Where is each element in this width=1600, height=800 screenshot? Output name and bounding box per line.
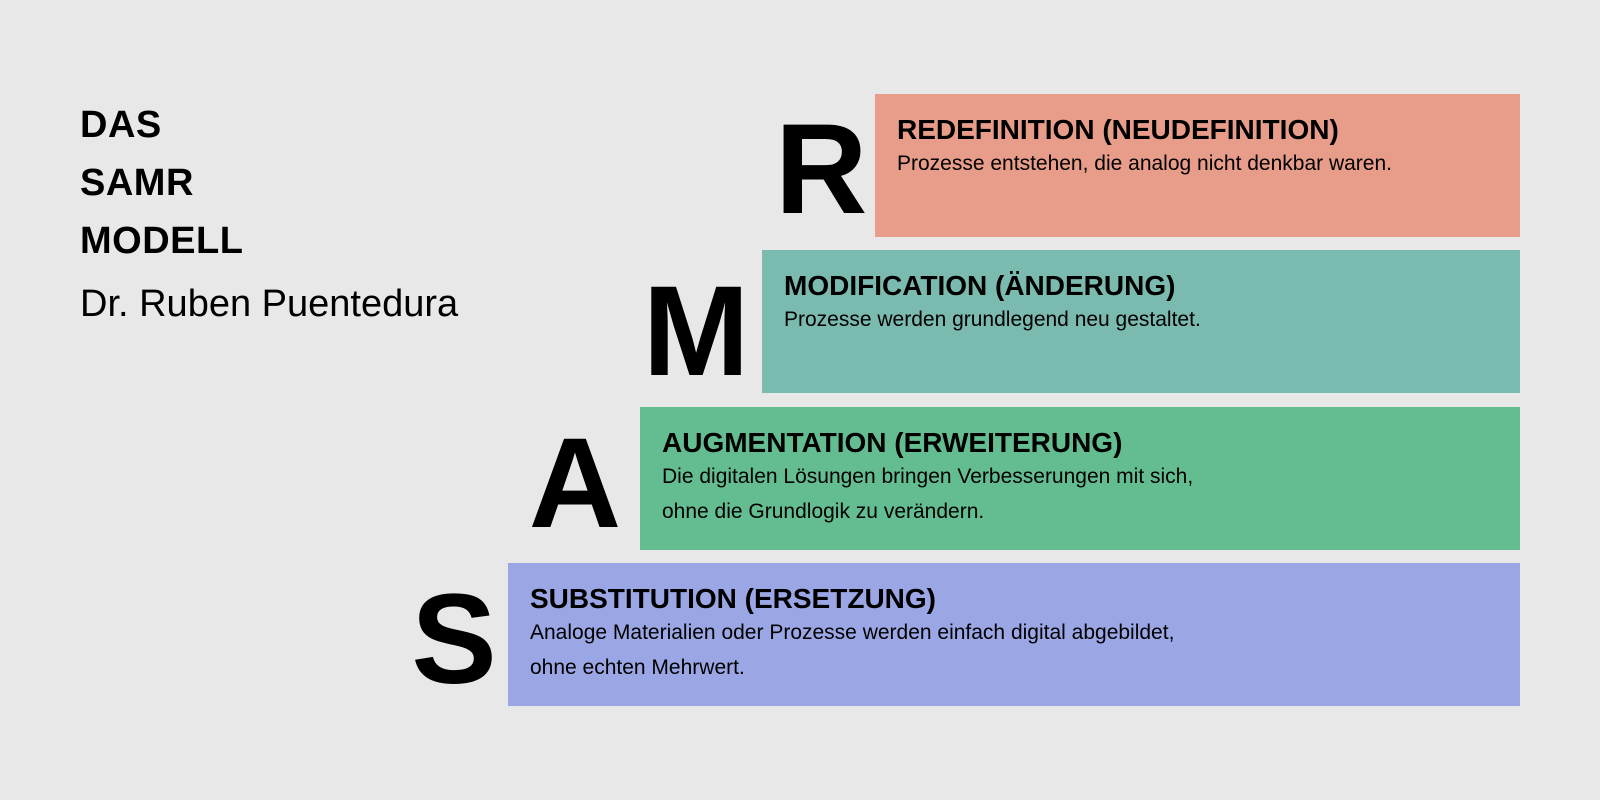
level-box-modification: MODIFICATION (ÄNDERUNG) Prozesse werden … xyxy=(762,250,1520,393)
level-description-line: Prozesse entstehen, die analog nicht den… xyxy=(897,152,1392,175)
level-letter-s: S xyxy=(411,568,497,711)
title-line-3: MODELL xyxy=(80,220,244,262)
level-box-redefinition: REDEFINITION (NEUDEFINITION) Prozesse en… xyxy=(875,94,1520,237)
author-name: Dr. Ruben Puentedura xyxy=(80,283,459,325)
model-title: DAS SAMR MODELL Dr. Ruben Puentedura xyxy=(80,96,458,326)
level-heading: SUBSTITUTION (ERSETZUNG) xyxy=(530,583,936,614)
level-box-augmentation: AUGMENTATION (ERWEITERUNG) Die digitalen… xyxy=(640,407,1520,550)
level-description-line: Die digitalen Lösungen bringen Verbesser… xyxy=(662,465,1194,488)
level-letter-r: R xyxy=(775,98,868,241)
level-description-line: Analoge Materialien oder Prozesse werden… xyxy=(530,621,1175,644)
level-description-line: ohne die Grundlogik zu verändern. xyxy=(662,500,985,523)
level-heading: AUGMENTATION (ERWEITERUNG) xyxy=(662,427,1123,458)
level-box-substitution: SUBSTITUTION (ERSETZUNG) Analoge Materia… xyxy=(508,563,1520,706)
level-heading: MODIFICATION (ÄNDERUNG) xyxy=(784,270,1176,301)
level-description-line: ohne echten Mehrwert. xyxy=(530,656,745,679)
level-description-line: Prozesse werden grundlegend neu gestalte… xyxy=(784,308,1201,331)
level-letter-m: M xyxy=(642,260,750,403)
level-letter-a: A xyxy=(528,412,622,555)
title-line-1: DAS xyxy=(80,104,162,146)
title-line-2: SAMR xyxy=(80,162,194,204)
level-heading: REDEFINITION (NEUDEFINITION) xyxy=(897,114,1339,145)
